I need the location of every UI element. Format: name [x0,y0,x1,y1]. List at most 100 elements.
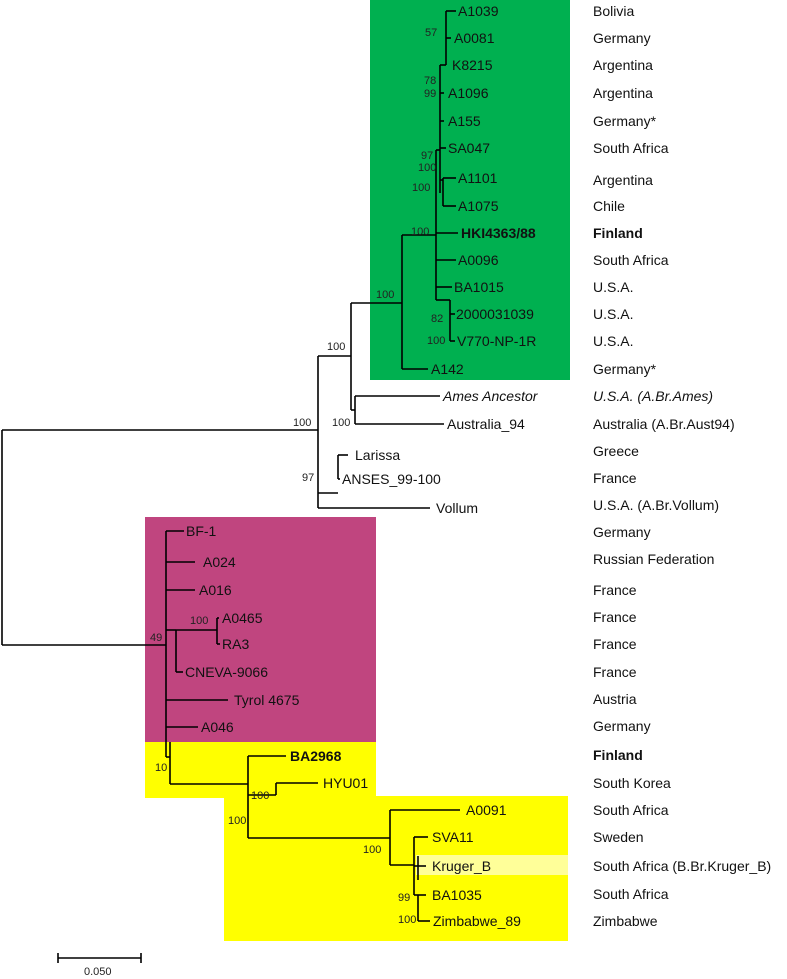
country-label: U.S.A. [593,306,633,322]
support-value: 100 [427,335,445,347]
leaf-label-A016: A016 [199,582,232,598]
support-value: 100 [293,417,311,429]
country-label: U.S.A. (A.Br.Vollum) [593,497,719,513]
support-value: 100 [412,182,430,194]
scale-bar: 0.050 [57,953,142,978]
country-label: Germany [593,524,651,540]
country-label: South Africa [593,886,669,902]
country-labels: Bolivia Germany Argentina Argentina Germ… [593,3,771,929]
support-value: 100 [327,341,345,353]
support-value: 82 [431,313,443,325]
leaf-label-HKI4363: HKI4363/88 [461,225,536,241]
country-label: Germany* [593,361,657,377]
country-label: South Korea [593,775,671,791]
leaf-label-australia-94: Australia_94 [447,416,525,432]
support-value: 100 [332,417,350,429]
leaf-label-RA3: RA3 [222,636,249,652]
country-label: Bolivia [593,3,634,19]
leaf-label-tyrol: Tyrol 4675 [234,692,300,708]
leaf-label-BA2968: BA2968 [290,748,342,764]
country-label: France [593,609,637,625]
leaf-label-A046: A046 [201,719,234,735]
kruger-highlight [416,855,568,875]
country-label: South Africa [593,252,669,268]
country-label: France [593,582,637,598]
support-value: 10 [155,762,167,774]
leaf-label-CNEVA: CNEVA-9066 [185,664,268,680]
support-value: 100 [398,914,416,926]
leaf-label-A142: A142 [431,361,464,377]
support-value: 99 [424,88,436,100]
country-label: South Africa [593,802,669,818]
country-label: U.S.A. (A.Br.Ames) [593,388,713,404]
support-value: 97 [302,472,314,484]
leaf-label-A0081: A0081 [454,30,495,46]
leaf-label-A0096: A0096 [458,252,499,268]
country-label: Russian Federation [593,551,714,567]
leaf-label-BA1035: BA1035 [432,887,482,903]
country-label: Argentina [593,85,653,101]
support-value: 100 [418,162,436,174]
country-label: Zimbabwe [593,913,658,929]
country-label: South Africa (B.Br.Kruger_B) [593,858,771,874]
leaf-label-ames-ancestor: Ames Ancestor [442,388,539,404]
support-value: 97 [421,150,433,162]
country-label: France [593,470,637,486]
country-label: Argentina [593,172,653,188]
leaf-label-BA1015: BA1015 [454,279,504,295]
country-label: U.S.A. [593,333,633,349]
leaf-label-SA047: SA047 [448,140,490,156]
support-value: 100 [376,289,394,301]
country-label: Finland [593,225,643,241]
leaf-label-BF1: BF-1 [186,523,217,539]
leaf-label-K8215: K8215 [452,57,493,73]
leaf-label-kruger-b: Kruger_B [432,858,491,874]
support-value: 100 [190,615,208,627]
leaf-label-A1075: A1075 [458,198,499,214]
leaf-label-HYU01: HYU01 [323,775,368,791]
country-label: Argentina [593,57,653,73]
country-label: Germany [593,30,651,46]
leaf-label-A0465: A0465 [222,610,263,626]
clade-box-green [370,0,570,380]
country-label: Finland [593,747,643,763]
tree-branches [1,10,460,922]
leaf-label-2000031039: 2000031039 [456,306,534,322]
country-label: South Africa [593,140,669,156]
clade-box-yellow-upper [145,742,376,798]
leaf-label-anses: ANSES_99-100 [342,471,441,487]
leaf-label-SVA11: SVA11 [432,829,474,845]
leaf-label-V770: V770-NP-1R [457,333,536,349]
support-value: 49 [150,632,162,644]
support-values: 57 78 99 97 100 100 100 82 100 100 100 1… [150,27,445,926]
support-value: 78 [424,75,436,87]
support-value: 100 [363,844,381,856]
support-value: 100 [251,790,269,802]
leaf-label-A1101: A1101 [458,170,498,186]
leaf-labels: A1039 A0081 K8215 A1096 A155 SA047 A1101… [185,3,539,929]
support-value: 100 [411,226,429,238]
country-label: Germany [593,718,651,734]
country-label: Chile [593,198,625,214]
leaf-label-A155: A155 [448,113,481,129]
leaf-label-zimbabwe-89: Zimbabwe_89 [433,913,521,929]
country-label: Sweden [593,829,644,845]
leaf-label-A024: A024 [203,554,236,570]
country-label: U.S.A. [593,279,633,295]
country-label: Austria [593,691,637,707]
country-label: France [593,664,637,680]
leaf-label-A0091: A0091 [466,802,507,818]
support-value: 99 [398,892,410,904]
support-value: 57 [425,27,437,39]
leaf-label-larissa: Larissa [355,447,400,463]
support-value: 100 [228,815,246,827]
country-label: France [593,636,637,652]
leaf-label-A1039: A1039 [458,3,499,19]
leaf-label-vollum: Vollum [436,500,478,516]
country-label: Greece [593,443,639,459]
country-label: Germany* [593,113,657,129]
leaf-label-A1096: A1096 [448,85,489,101]
country-label: Australia (A.Br.Aust94) [593,416,735,432]
scale-bar-label: 0.050 [84,966,112,978]
